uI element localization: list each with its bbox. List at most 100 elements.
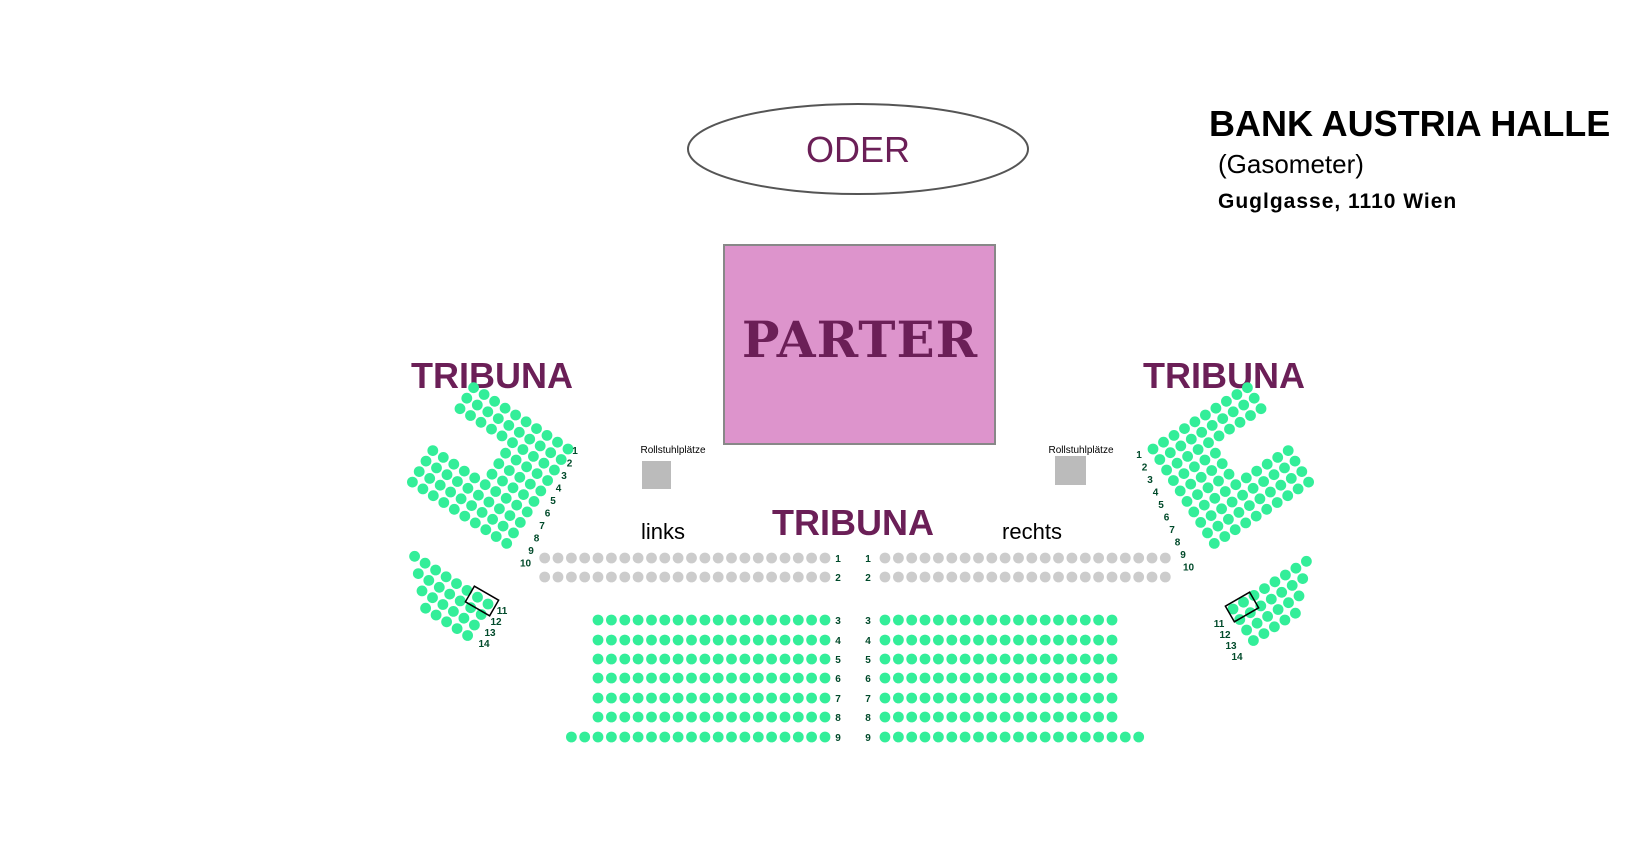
seat[interactable] bbox=[507, 482, 519, 494]
seat[interactable] bbox=[1234, 416, 1246, 428]
seat[interactable] bbox=[1039, 672, 1051, 684]
seat[interactable] bbox=[1093, 731, 1104, 743]
seat[interactable] bbox=[819, 692, 831, 704]
seat[interactable] bbox=[1026, 653, 1038, 665]
box-seat-left[interactable] bbox=[464, 585, 500, 617]
seat[interactable] bbox=[686, 672, 697, 684]
seat[interactable] bbox=[806, 571, 817, 583]
seat[interactable] bbox=[919, 692, 931, 704]
seat[interactable] bbox=[959, 653, 971, 665]
seat[interactable] bbox=[1219, 531, 1231, 542]
seat[interactable] bbox=[632, 634, 644, 646]
seat[interactable] bbox=[503, 465, 515, 476]
seat[interactable] bbox=[1205, 510, 1217, 521]
seat[interactable] bbox=[1223, 513, 1234, 525]
seat[interactable] bbox=[504, 510, 516, 521]
seat[interactable] bbox=[524, 433, 536, 445]
seat[interactable] bbox=[726, 711, 737, 723]
seat[interactable] bbox=[672, 552, 684, 564]
seat[interactable] bbox=[712, 692, 724, 704]
seat[interactable] bbox=[452, 476, 463, 487]
seat[interactable] bbox=[486, 468, 498, 480]
seat[interactable] bbox=[779, 692, 791, 704]
seat[interactable] bbox=[433, 581, 445, 593]
seat[interactable] bbox=[606, 672, 617, 684]
seat[interactable] bbox=[606, 653, 617, 665]
seat[interactable] bbox=[1293, 590, 1305, 602]
seat[interactable] bbox=[1237, 489, 1248, 501]
seat[interactable] bbox=[1053, 731, 1064, 743]
seat[interactable] bbox=[419, 557, 431, 569]
seat[interactable] bbox=[592, 653, 604, 665]
seat[interactable] bbox=[959, 552, 971, 564]
seat[interactable] bbox=[659, 571, 671, 583]
seat[interactable] bbox=[973, 731, 984, 743]
wheelchair-area-left[interactable]: Rollstuhlplätze bbox=[640, 445, 706, 489]
seat[interactable] bbox=[1066, 692, 1078, 704]
seat[interactable] bbox=[497, 475, 508, 487]
seat[interactable] bbox=[513, 426, 525, 438]
seat[interactable] bbox=[973, 653, 984, 665]
seat[interactable] bbox=[461, 392, 473, 404]
seat[interactable] bbox=[739, 571, 751, 583]
seat[interactable] bbox=[1066, 634, 1078, 646]
seat[interactable] bbox=[1282, 490, 1294, 502]
seat[interactable] bbox=[959, 614, 971, 626]
seat[interactable] bbox=[999, 634, 1011, 646]
seat[interactable] bbox=[434, 479, 446, 491]
seat[interactable] bbox=[672, 653, 684, 665]
seat[interactable] bbox=[1213, 430, 1225, 442]
seat[interactable] bbox=[632, 692, 644, 704]
seat[interactable] bbox=[806, 614, 817, 626]
seat[interactable] bbox=[1066, 711, 1078, 723]
seat[interactable] bbox=[1093, 672, 1104, 684]
seat[interactable] bbox=[986, 672, 998, 684]
seat[interactable] bbox=[819, 653, 831, 665]
seat[interactable] bbox=[1233, 507, 1245, 518]
seat[interactable] bbox=[1106, 653, 1118, 665]
seat[interactable] bbox=[475, 416, 487, 428]
seat[interactable] bbox=[1258, 476, 1269, 487]
seat[interactable] bbox=[1240, 472, 1252, 484]
seat[interactable] bbox=[473, 489, 484, 501]
seat[interactable] bbox=[1272, 604, 1284, 615]
seat[interactable] bbox=[472, 591, 483, 603]
seat[interactable] bbox=[528, 451, 539, 462]
seat[interactable] bbox=[1119, 552, 1131, 564]
seat[interactable] bbox=[986, 692, 998, 704]
seat[interactable] bbox=[933, 731, 944, 743]
seat[interactable] bbox=[1245, 410, 1256, 421]
seat[interactable] bbox=[946, 614, 958, 626]
seat[interactable] bbox=[606, 614, 617, 626]
seat[interactable] bbox=[959, 571, 971, 583]
seat[interactable] bbox=[986, 653, 998, 665]
seat[interactable] bbox=[445, 486, 456, 498]
seat[interactable] bbox=[441, 616, 452, 628]
seat[interactable] bbox=[1279, 614, 1291, 626]
seat[interactable] bbox=[933, 711, 944, 723]
seat[interactable] bbox=[619, 653, 631, 665]
seat[interactable] bbox=[448, 606, 459, 617]
seat[interactable] bbox=[1265, 593, 1277, 605]
seat[interactable] bbox=[1216, 503, 1227, 515]
seat[interactable] bbox=[752, 571, 764, 583]
seat[interactable] bbox=[1146, 552, 1158, 564]
seat[interactable] bbox=[659, 731, 671, 743]
seat[interactable] bbox=[469, 472, 481, 484]
seat[interactable] bbox=[726, 653, 737, 665]
seat[interactable] bbox=[461, 585, 473, 596]
seat[interactable] bbox=[946, 672, 958, 684]
seat[interactable] bbox=[1265, 486, 1276, 498]
seat[interactable] bbox=[959, 672, 971, 684]
seat[interactable] bbox=[806, 711, 817, 723]
seat[interactable] bbox=[712, 711, 724, 723]
seat[interactable] bbox=[906, 653, 918, 665]
seat[interactable] bbox=[726, 672, 737, 684]
seat[interactable] bbox=[496, 430, 508, 442]
seat[interactable] bbox=[946, 634, 958, 646]
seat[interactable] bbox=[1240, 517, 1252, 529]
seat[interactable] bbox=[806, 552, 817, 564]
seat[interactable] bbox=[712, 731, 724, 743]
seat[interactable] bbox=[699, 672, 711, 684]
seat[interactable] bbox=[792, 692, 804, 704]
